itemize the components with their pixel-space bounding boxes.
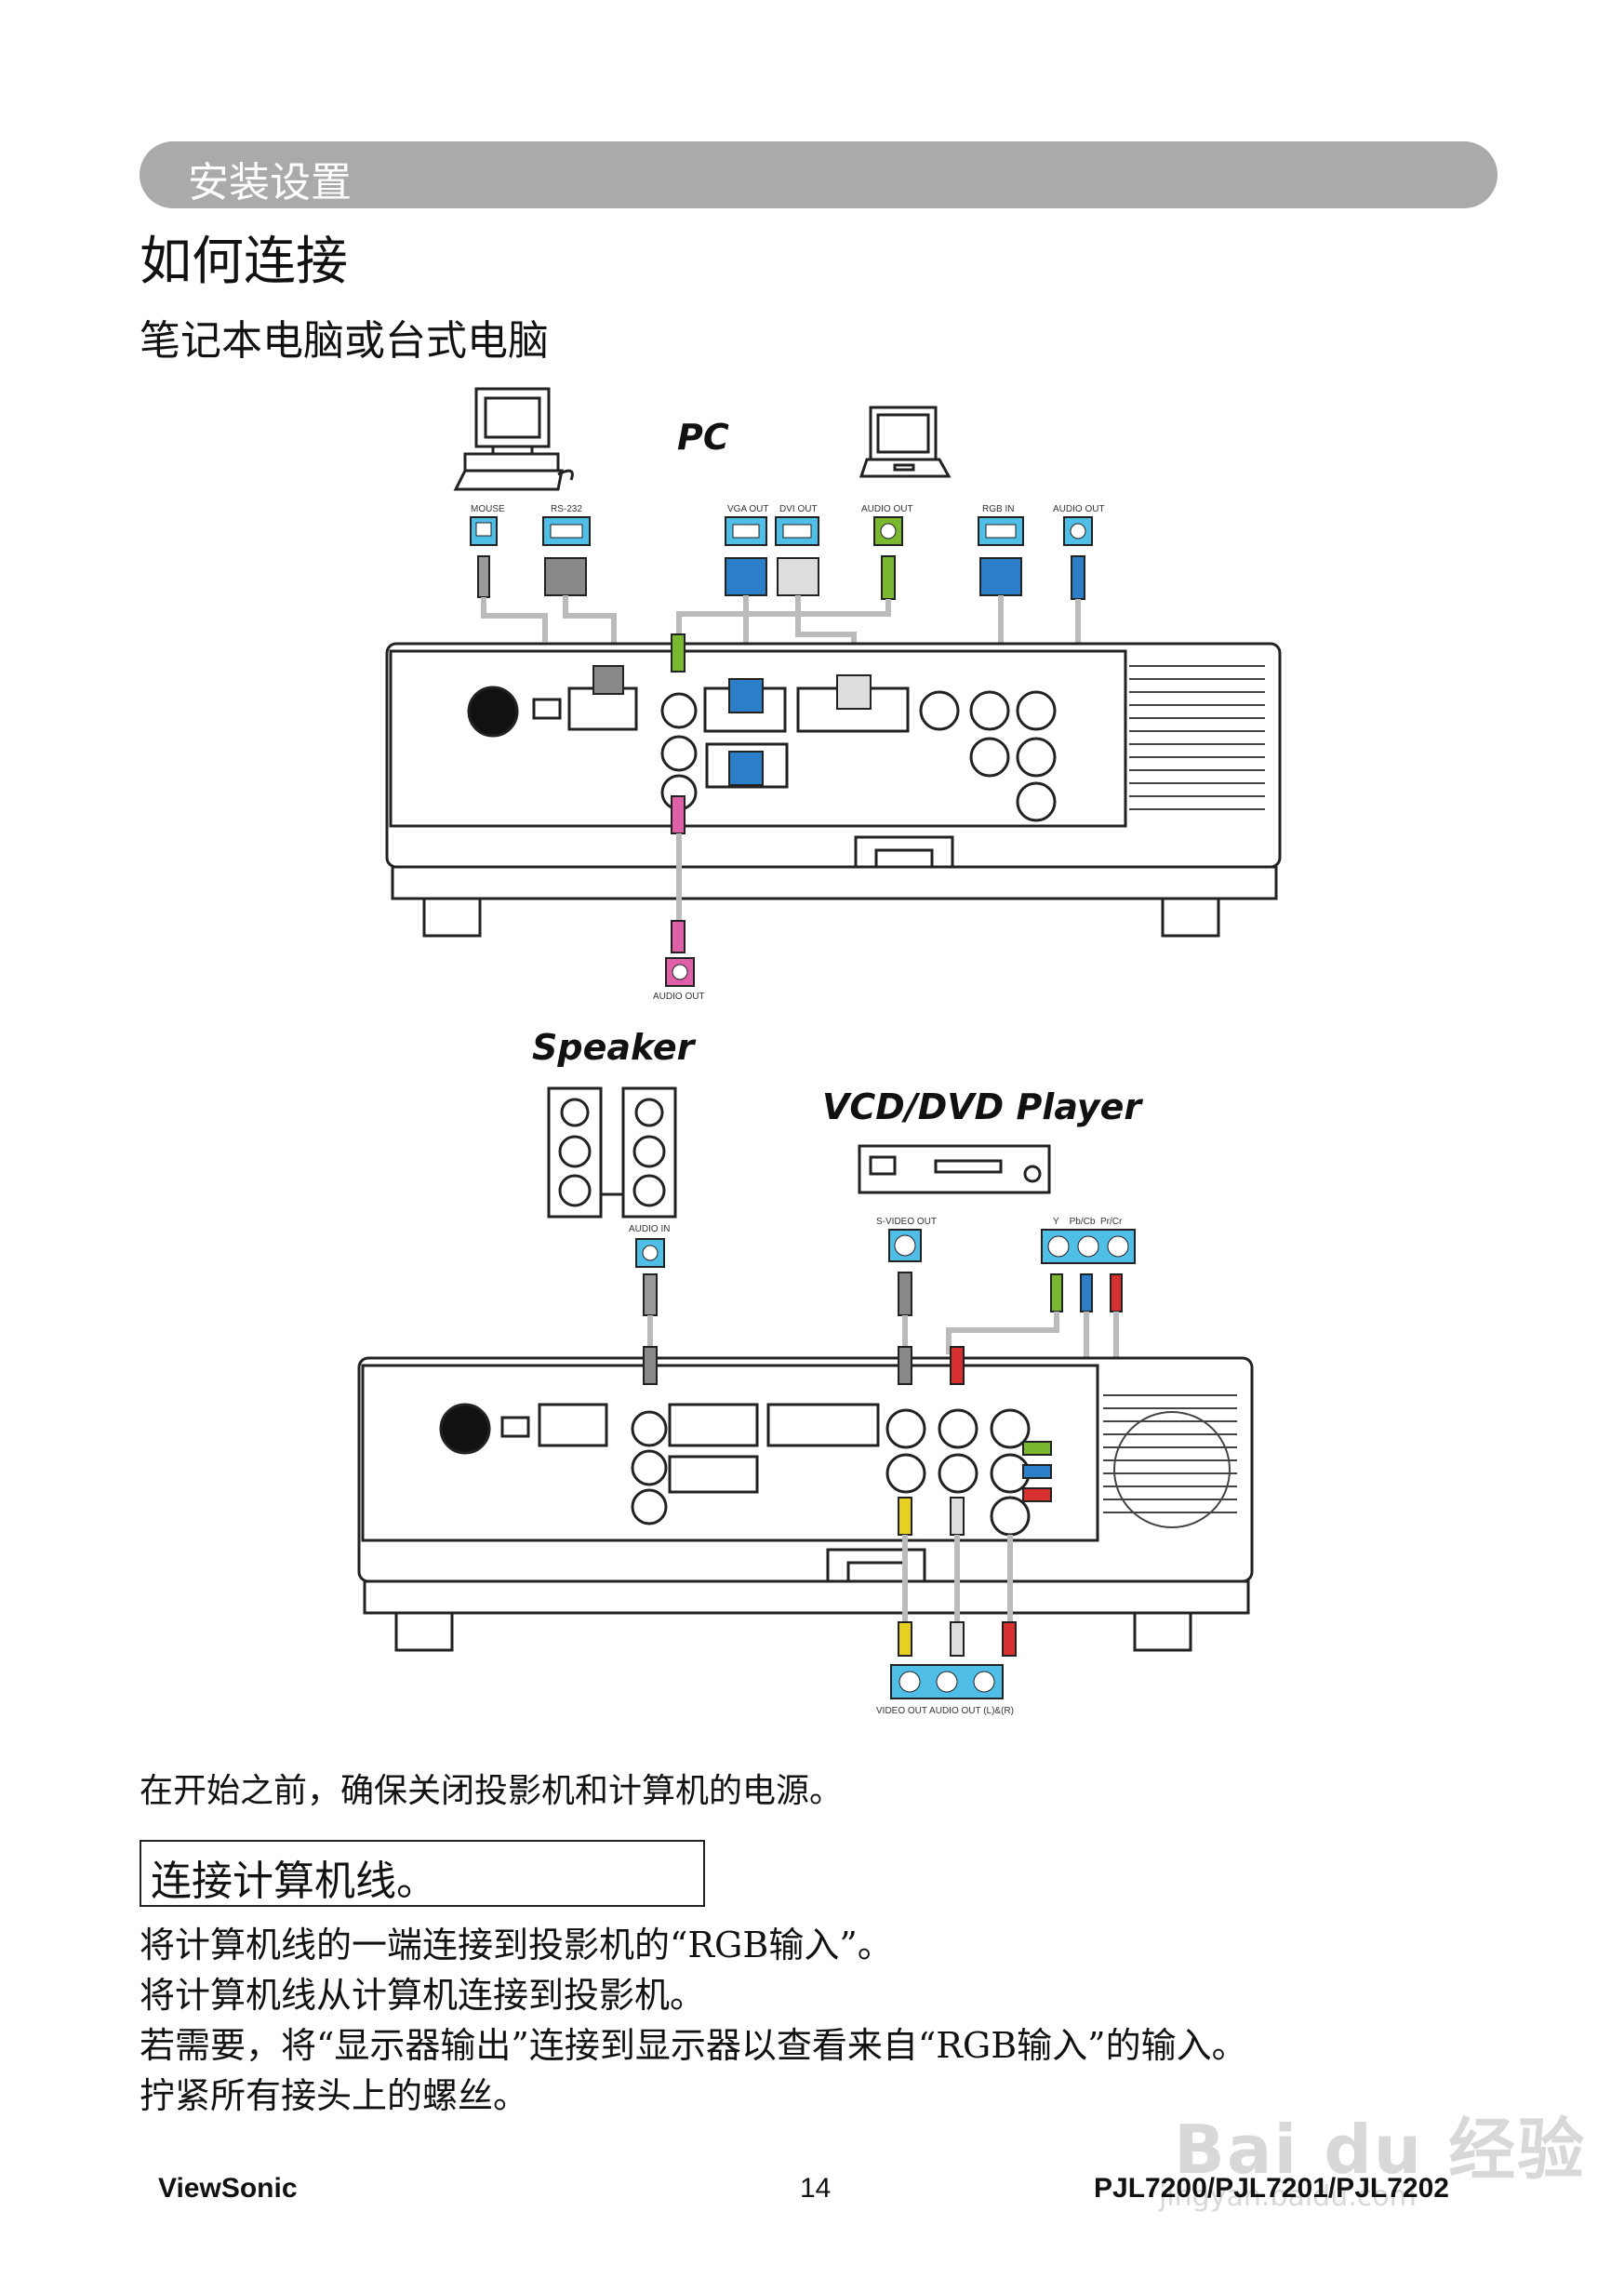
- watermark: Bai du 经验: [1174, 2111, 1587, 2189]
- audio-out2-port-icon: [1063, 516, 1093, 546]
- audio-in-port-icon: [635, 1238, 665, 1268]
- rs232-port-label: RS-232: [551, 504, 582, 514]
- video-audio-out-label: VIDEO OUT AUDIO OUT (L)&(R): [876, 1706, 1014, 1716]
- step-1: 将计算机线的一端连接到投影机的“RGB输入”。: [140, 1925, 893, 1965]
- dvi-out-label: DVI OUT: [779, 504, 818, 514]
- step-4: 拧紧所有接头上的螺丝。: [140, 2075, 529, 2116]
- watermark-url: jingyan.baidu.com: [1159, 2180, 1417, 2213]
- projector-vent-bottom: [1103, 1394, 1237, 1528]
- audio-out-port-icon: [873, 516, 903, 546]
- rgb-in-label: RGB IN: [982, 504, 1015, 514]
- rs232-port-icon: [542, 516, 591, 546]
- ypbpr-port-icon: [1041, 1229, 1136, 1264]
- section-bar: 安装设置: [140, 141, 1498, 208]
- projector-rear-bottom: [357, 1356, 1254, 1652]
- audio-out2-label: AUDIO OUT: [1053, 504, 1105, 514]
- projector-rear-top: [385, 642, 1282, 938]
- footer-brand: ViewSonic: [158, 2173, 298, 2204]
- step-heading-box: 连接计算机线。: [140, 1840, 705, 1907]
- svideo-out-label: S-VIDEO OUT: [876, 1217, 938, 1227]
- speaker-label: Speaker: [532, 1027, 695, 1068]
- vga-out-label: VGA OUT: [727, 504, 769, 514]
- footer-model: PJL7200/PJL7201/PJL7202: [1094, 2173, 1449, 2204]
- footer-page-number: 14: [800, 2173, 832, 2204]
- precaution-note: 在开始之前，确保关闭投影机和计算机的电源。: [140, 1772, 844, 1810]
- dvi-out-port-icon: [775, 516, 819, 546]
- pc-label: PC: [677, 417, 729, 458]
- svideo-out-port-icon: [888, 1229, 922, 1262]
- page-title: 如何连接: [140, 232, 348, 292]
- audio-out-bottom-port-icon: [665, 957, 695, 987]
- speaker-icon: [547, 1086, 677, 1219]
- laptop-icon: [859, 406, 952, 478]
- rgb-in-port-icon: [978, 516, 1024, 546]
- page-subtitle: 笔记本电脑或台式电脑: [140, 317, 549, 365]
- projector-vent-top: [1129, 665, 1265, 810]
- desktop-computer-icon: [453, 387, 574, 491]
- step-heading: 连接计算机线。: [151, 1858, 437, 1905]
- mouse-port-label: MOUSE: [471, 504, 505, 514]
- audio-in-label: AUDIO IN: [629, 1224, 671, 1234]
- player-label: VCD/DVD Player: [822, 1086, 1142, 1127]
- video-audio-out-port-icon: [890, 1664, 1004, 1699]
- mouse-port-icon: [470, 516, 498, 546]
- audio-out-bottom-label: AUDIO OUT: [653, 992, 705, 1002]
- vga-out-port-icon: [725, 516, 767, 546]
- section-title: 安装设置: [188, 159, 352, 206]
- step-2: 将计算机线从计算机连接到投影机。: [140, 1975, 706, 2016]
- step-3: 若需要，将“显示器输出”连接到显示器以查看来自“RGB输入”的输入。: [140, 2025, 1247, 2066]
- ypbpr-label: Y Pb/Cb Pr/Cr: [1053, 1217, 1123, 1227]
- step-list: 将计算机线的一端连接到投影机的“RGB输入”。 将计算机线从计算机连接到投影机。…: [140, 1920, 1247, 2121]
- audio-out-label: AUDIO OUT: [861, 504, 913, 514]
- dvd-player-icon: [858, 1144, 1051, 1194]
